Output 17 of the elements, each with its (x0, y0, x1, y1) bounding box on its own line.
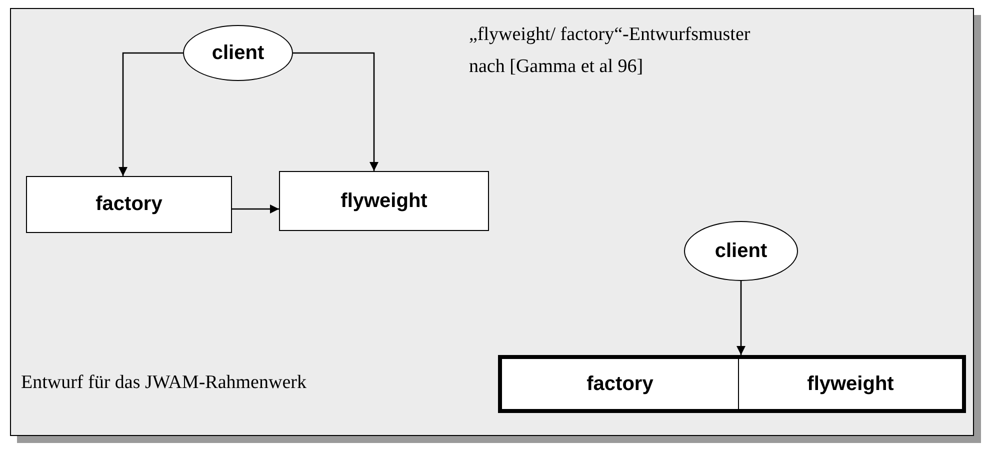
node-label: client (212, 42, 264, 64)
node-label: flyweight (340, 190, 428, 212)
arrow (118, 52, 183, 176)
node-label: flyweight (807, 372, 894, 396)
note-text: Entwurf für das JWAM-Rahmenwerk (21, 371, 306, 395)
arrow (736, 281, 746, 355)
process-box (502, 359, 738, 409)
node-label: factory (96, 193, 162, 216)
process-box (279, 171, 489, 231)
note-text: „flyweight/ factory“-Entwurfsmuster nach [Gamma et al 96] (469, 23, 752, 79)
frame-box (498, 355, 966, 413)
node-label: factory (586, 372, 654, 396)
node-label: client (714, 240, 768, 262)
process-box (26, 176, 232, 233)
arrow (232, 204, 279, 214)
arrow (293, 52, 378, 171)
process-box (738, 359, 962, 409)
